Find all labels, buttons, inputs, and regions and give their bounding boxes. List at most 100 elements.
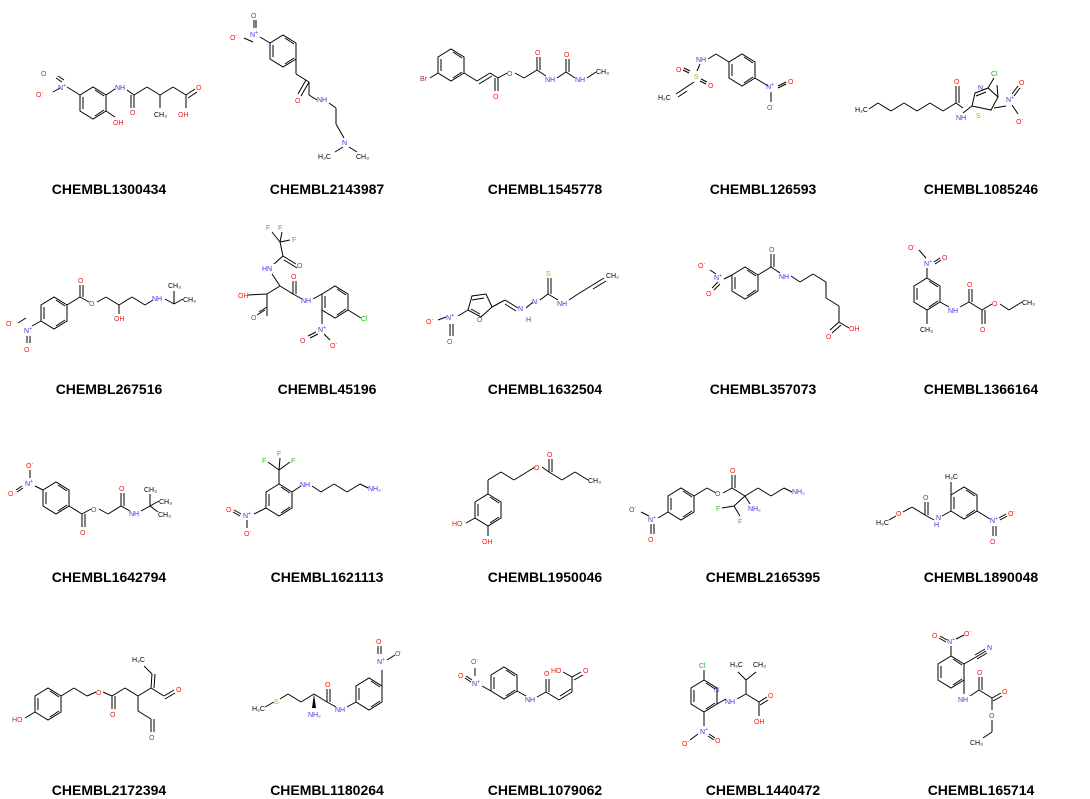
svg-text:N+: N+	[1006, 95, 1014, 104]
svg-text:S: S	[274, 699, 279, 706]
molecule-id: CHEMBL2172394	[51, 782, 167, 798]
svg-text:CH₃: CH₃	[356, 154, 369, 161]
svg-text:O: O	[923, 495, 929, 502]
molecule-structure: O N+ O- N NH O O O CH₃	[932, 629, 1008, 747]
svg-text:N+: N+	[243, 511, 251, 520]
svg-text:O: O	[980, 327, 986, 334]
svg-text:CH₂: CH₂	[606, 273, 619, 280]
svg-text:O: O	[493, 94, 499, 101]
molecule-structure: HO O O H₃C O O	[12, 657, 182, 742]
molecule-cell: O N+ O- NH O HO O CHEMBL1079062	[436, 600, 654, 799]
svg-text:NH: NH	[115, 85, 125, 92]
svg-text:CH₃: CH₃	[144, 487, 157, 494]
svg-text:S: S	[546, 271, 551, 278]
svg-text:O: O	[896, 511, 902, 518]
svg-text:Cl: Cl	[361, 316, 368, 323]
svg-text:F: F	[277, 451, 281, 458]
molecule-cell: O- N+ O CH₃ NH O O O CH₃ CHEMBL1366164	[872, 200, 1090, 400]
molecule-id: CHEMBL1890048	[923, 569, 1039, 585]
svg-text:O: O	[110, 712, 116, 719]
molecule-structure: H₃C O O H N H₃C N+ O- O	[876, 474, 1015, 546]
svg-text:O: O	[932, 633, 938, 640]
svg-text:O: O	[458, 673, 464, 680]
molecule-cell: O O CH₃ HO OH CHEMBL1950046	[436, 400, 654, 600]
svg-text:NH₂: NH₂	[792, 489, 805, 496]
svg-text:N: N	[532, 299, 537, 306]
svg-text:CH₃: CH₃	[154, 112, 167, 119]
svg-text:F: F	[738, 519, 742, 526]
svg-text:O: O	[130, 110, 136, 117]
svg-text:CH₃: CH₃	[596, 69, 609, 76]
svg-text:S: S	[694, 74, 699, 81]
svg-text:N+: N+	[24, 326, 32, 335]
svg-text:NH: NH	[557, 301, 567, 308]
svg-text:O: O	[251, 13, 257, 20]
svg-text:O: O	[295, 98, 301, 105]
svg-text:HO: HO	[452, 521, 463, 528]
svg-text:O: O	[477, 317, 483, 324]
svg-text:S: S	[976, 113, 981, 120]
svg-text:O: O	[769, 247, 775, 254]
svg-text:NH: NH	[129, 511, 139, 518]
svg-text:O-: O-	[26, 461, 33, 470]
svg-text:O: O	[942, 255, 948, 262]
svg-text:CH₃: CH₃	[753, 662, 766, 669]
svg-text:CH₃: CH₃	[970, 740, 983, 747]
svg-text:N+: N+	[700, 727, 708, 736]
svg-text:O: O	[176, 687, 182, 694]
molecule-cell: O N+ O- N NH O O O CH₃ CHEMBL165714	[872, 600, 1090, 799]
svg-text:O: O	[78, 278, 84, 285]
svg-text:O: O	[8, 491, 14, 498]
svg-text:N+: N+	[25, 479, 33, 488]
molecule-id: CHEMBL1180264	[270, 782, 384, 798]
svg-text:O-: O-	[426, 317, 433, 326]
svg-text:O: O	[826, 334, 832, 341]
svg-text:O: O	[226, 507, 232, 514]
molecule-cell: H₃C S NH₂ O NH N+ O O- CHEMBL1180264	[218, 600, 436, 799]
svg-text:H₃C: H₃C	[945, 474, 958, 481]
molecule-id: CHEMBL1545778	[487, 181, 603, 197]
svg-text:CH₃: CH₃	[920, 327, 933, 334]
svg-text:O: O	[954, 79, 960, 86]
svg-text:OH: OH	[238, 293, 249, 300]
molecule-cell: H₃C O NH N S Cl N+ O O- CHEMBL1085246	[855, 0, 1090, 200]
molecule-cell: O- N+ O O N H N S NH CH₂ CHEMBL1632504	[426, 200, 654, 400]
svg-text:O: O	[676, 67, 682, 74]
molecule-structure: F F F O HN O OH O NH Cl N+ O O-	[238, 225, 368, 350]
molecule-structure: O- N+ O O O O NH CH₃ CH₃ CH₃	[8, 461, 172, 537]
svg-text:N+: N+	[377, 657, 385, 666]
svg-text:N+: N+	[714, 273, 722, 282]
svg-text:NH: NH	[725, 699, 735, 706]
molecule-id: CHEMBL1085246	[923, 181, 1039, 197]
svg-text:O: O	[583, 668, 589, 675]
svg-text:NH: NH	[948, 308, 958, 315]
svg-text:O-: O-	[395, 649, 402, 658]
svg-text:N+: N+	[58, 83, 66, 92]
svg-text:CH₃: CH₃	[168, 283, 181, 290]
svg-text:CH₃: CH₃	[159, 499, 172, 506]
svg-text:NH: NH	[152, 296, 162, 303]
svg-text:O: O	[708, 83, 714, 90]
molecule-cell: O- N+ O O O O NH CH₃ CH₃ CH₃ CHEMBL16427…	[0, 400, 218, 600]
svg-text:F: F	[278, 225, 282, 232]
svg-text:O: O	[715, 738, 721, 745]
svg-text:CH₃: CH₃	[183, 297, 196, 304]
svg-text:F: F	[262, 458, 266, 465]
svg-text:F: F	[266, 225, 270, 232]
svg-text:OH: OH	[113, 120, 124, 127]
svg-text:H: H	[526, 317, 531, 324]
svg-text:O-: O-	[767, 103, 774, 112]
svg-text:NH: NH	[317, 97, 327, 104]
svg-text:O: O	[544, 671, 550, 678]
molecule-structure: O N+ O- NH O HO O	[458, 657, 589, 704]
molecule-structure: H₃C S NH₂ O NH N+ O O-	[252, 639, 402, 719]
svg-text:NH: NH	[525, 697, 535, 704]
svg-text:O-: O-	[629, 505, 636, 514]
svg-text:N: N	[936, 515, 941, 522]
svg-text:N+: N+	[648, 515, 656, 524]
svg-text:O: O	[325, 682, 331, 689]
molecule-id: CHEMBL126593	[709, 181, 817, 197]
svg-text:NH₂: NH₂	[308, 712, 321, 719]
svg-text:O: O	[447, 339, 453, 346]
molecule-id: CHEMBL1642794	[51, 569, 167, 585]
